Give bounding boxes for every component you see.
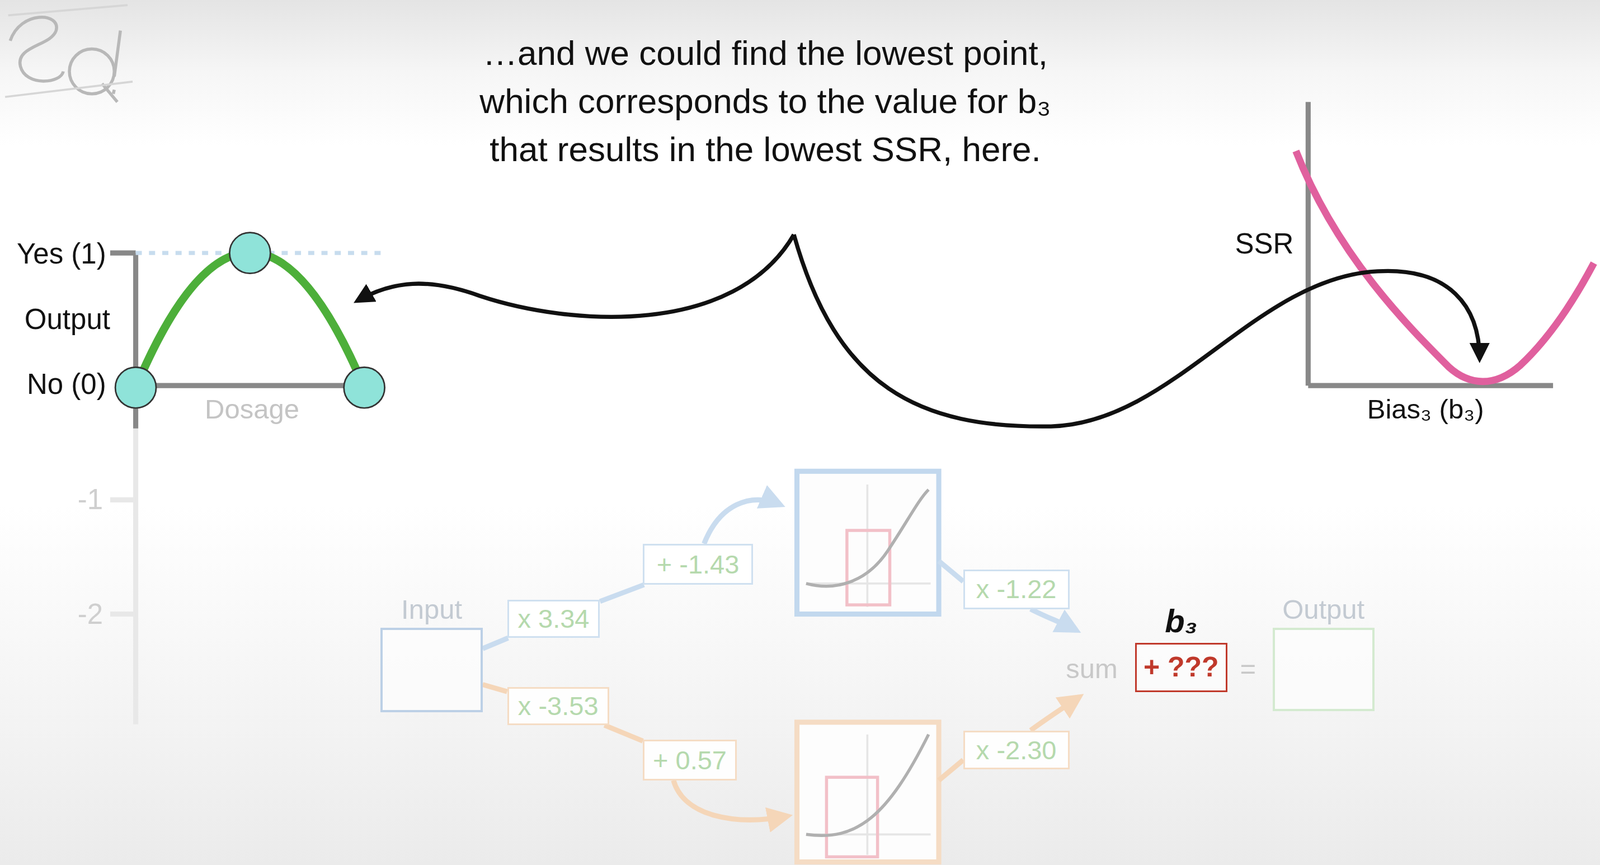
- axis-label: -1: [77, 483, 103, 517]
- data-point: [344, 366, 385, 408]
- x-axis: [135, 383, 373, 389]
- x-axis: [1307, 383, 1554, 389]
- flow-arrow: [704, 500, 781, 544]
- logo: [5, 5, 133, 102]
- network-box: b₃+ ???: [1135, 642, 1228, 693]
- network-box: + 0.57: [642, 739, 737, 781]
- box-value: x -2.30: [976, 735, 1057, 766]
- network-box: Input: [380, 627, 483, 713]
- axis-label: -2: [77, 598, 103, 632]
- box-value: x -1.22: [976, 573, 1057, 605]
- connection-line: [604, 725, 644, 741]
- axis-label: =: [1239, 652, 1256, 685]
- box-value: + 0.57: [652, 745, 727, 776]
- box-heading: Input: [401, 593, 463, 625]
- data-point: [229, 232, 271, 274]
- activation-box: [797, 722, 940, 863]
- network-box: Output: [1272, 627, 1375, 712]
- faded-tick: [110, 611, 136, 617]
- mini-axis: [806, 582, 931, 585]
- network-box: x -3.53: [507, 686, 610, 726]
- faded-tick: [110, 497, 136, 503]
- range-box: [846, 530, 891, 605]
- caption-text: …and we could find the lowest point, whi…: [474, 29, 1057, 174]
- y-axis: [1305, 101, 1311, 386]
- activation-box: [797, 471, 940, 614]
- pointer-arrow: [356, 234, 794, 317]
- axis-label: Yes (1): [16, 237, 107, 271]
- axis-label: sum: [1065, 652, 1118, 685]
- flow-arrow: [1030, 696, 1080, 731]
- box-value: x -3.53: [518, 690, 599, 722]
- box-heading: b₃: [1164, 602, 1198, 640]
- axis-label: Dosage: [204, 393, 300, 425]
- box-value: + -1.43: [656, 549, 740, 580]
- logo-s: [10, 17, 64, 82]
- flow-line: [938, 561, 964, 582]
- network-box: x 3.34: [507, 599, 601, 638]
- connection-line: [599, 584, 644, 602]
- box-value: + ???: [1143, 651, 1220, 684]
- connection-line: [482, 637, 508, 649]
- axis-label: Bias₃ (b₃): [1367, 393, 1485, 425]
- mini-axis: [866, 484, 869, 607]
- faded-axis: [133, 428, 139, 725]
- softplus-curve: [806, 734, 929, 836]
- network-box: + -1.43: [642, 543, 754, 585]
- axis-label: No (0): [26, 368, 107, 402]
- mini-axis: [866, 734, 869, 855]
- axis-label: SSR: [1234, 227, 1294, 261]
- box-value: x 3.34: [517, 603, 590, 634]
- network-box: x -1.22: [963, 569, 1070, 610]
- flow-arrow: [673, 780, 788, 821]
- network-box: x -2.30: [963, 730, 1070, 770]
- ssr-curve: [1295, 151, 1594, 382]
- box-heading: Output: [1282, 593, 1365, 625]
- softplus-curve: [806, 489, 929, 587]
- tick: [110, 250, 136, 256]
- flow-line: [938, 759, 964, 780]
- flow-arrow: [1030, 608, 1077, 630]
- connection-line: [482, 684, 508, 693]
- data-point: [115, 366, 157, 408]
- logo-sketch: [5, 5, 133, 97]
- axis-label: Output: [24, 303, 111, 337]
